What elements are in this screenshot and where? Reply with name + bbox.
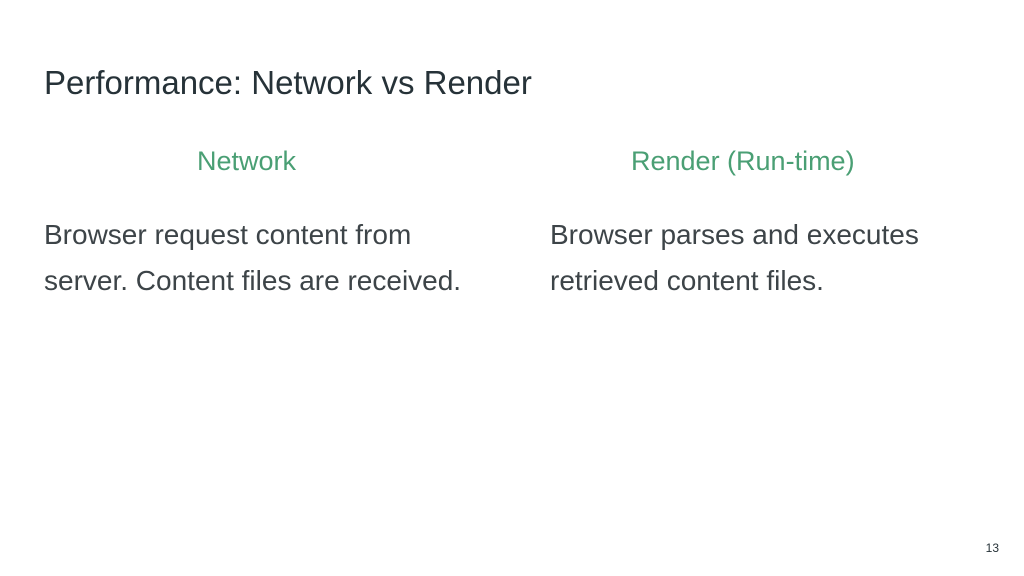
render-heading: Render (Run-time) bbox=[631, 146, 855, 176]
render-description: Browser parses and executes retrieved co… bbox=[550, 219, 919, 296]
slide-title: Performance: Network vs Render bbox=[44, 64, 532, 101]
network-heading: Network bbox=[197, 146, 297, 176]
network-description: Browser request content from server. Con… bbox=[44, 219, 462, 296]
network-column: Network Browser request content from ser… bbox=[44, 144, 484, 304]
page-number: 13 bbox=[985, 541, 999, 555]
render-column: Render (Run-time) Browser parses and exe… bbox=[550, 144, 990, 304]
